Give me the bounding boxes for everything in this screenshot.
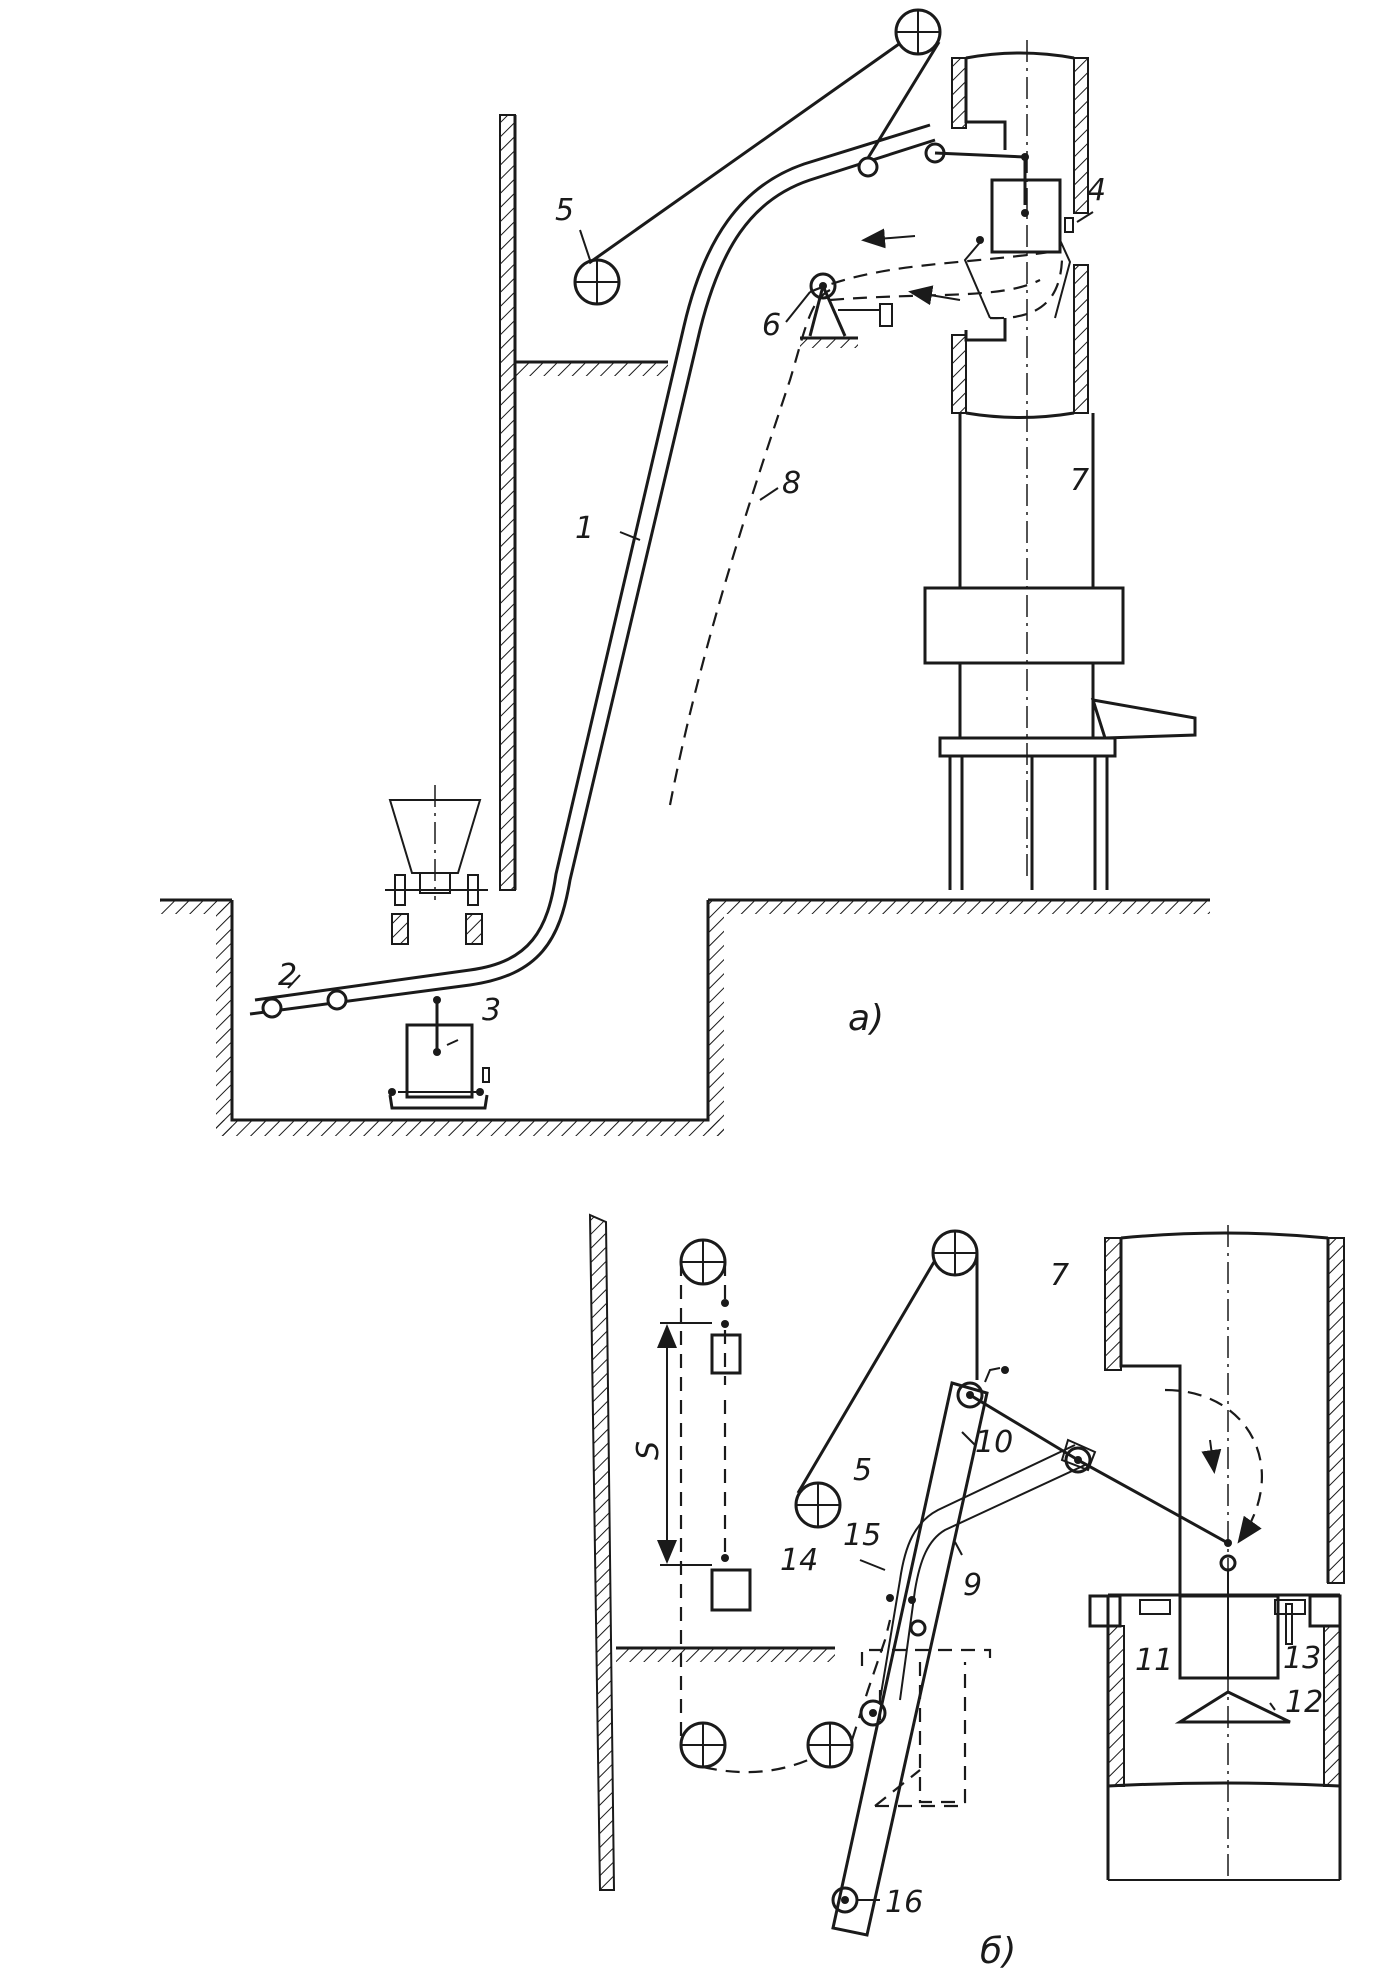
floor-b — [616, 1646, 835, 1662]
stroke-dimension: S — [631, 1322, 712, 1566]
dashed-path-8 — [668, 250, 1064, 806]
ground-and-pit — [160, 898, 1210, 1136]
upper-floor — [515, 360, 668, 376]
callout-b-15: 15 — [843, 1518, 881, 1553]
callout-6: 6 — [762, 308, 781, 343]
callout-4: 4 — [1087, 173, 1106, 208]
dashed-ladle — [860, 1648, 992, 1808]
callout-8: 8 — [782, 466, 801, 501]
callout-b-10: 10 — [975, 1425, 1013, 1460]
subfigure-label-a: а) — [848, 998, 884, 1039]
callout-7: 7 — [1070, 463, 1089, 498]
callout-b-9: 9 — [963, 1568, 982, 1603]
pulley-5-a — [573, 258, 621, 306]
callout-b-11: 11 — [1135, 1643, 1173, 1678]
callout-b-5: 5 — [853, 1453, 872, 1488]
ladle-11 — [1178, 1570, 1280, 1680]
callout-b-16: 16 — [885, 1885, 923, 1920]
arm-9 — [879, 1438, 1097, 1701]
guide-track-1 — [249, 123, 946, 1019]
callout-b-7: 7 — [1050, 1258, 1069, 1293]
callout-3: 3 — [482, 993, 501, 1028]
callout-1: 1 — [575, 511, 594, 546]
ladle-top — [963, 178, 1074, 319]
counterweight-loop — [679, 1238, 894, 1774]
ladle-3 — [388, 996, 490, 1110]
figure-b: S — [588, 1213, 1345, 1972]
pulley-5-b — [794, 1481, 842, 1529]
top-pulley-b — [796, 1229, 979, 1494]
machine-7 — [923, 40, 1197, 890]
subfigure-label-b: б) — [980, 1931, 1016, 1972]
pivot-6 — [800, 272, 893, 348]
stroke-label-s: S — [631, 1441, 666, 1460]
figure-a: 1 2 3 4 5 6 7 8 а) — [160, 8, 1210, 1136]
left-wall-b — [588, 1213, 616, 1891]
guide-10 — [831, 1381, 989, 1937]
callout-b-12: 12 — [1285, 1685, 1323, 1720]
left-wall — [499, 114, 517, 891]
callout-b-13: 13 — [1283, 1641, 1321, 1676]
callout-2: 2 — [278, 958, 297, 993]
hopper — [385, 785, 488, 945]
callout-5: 5 — [555, 193, 574, 228]
cone-12 — [1174, 1690, 1291, 1724]
machine-7-b — [1088, 1225, 1345, 1881]
callout-b-14: 14 — [780, 1543, 818, 1578]
top-pulley-a — [588, 8, 942, 265]
